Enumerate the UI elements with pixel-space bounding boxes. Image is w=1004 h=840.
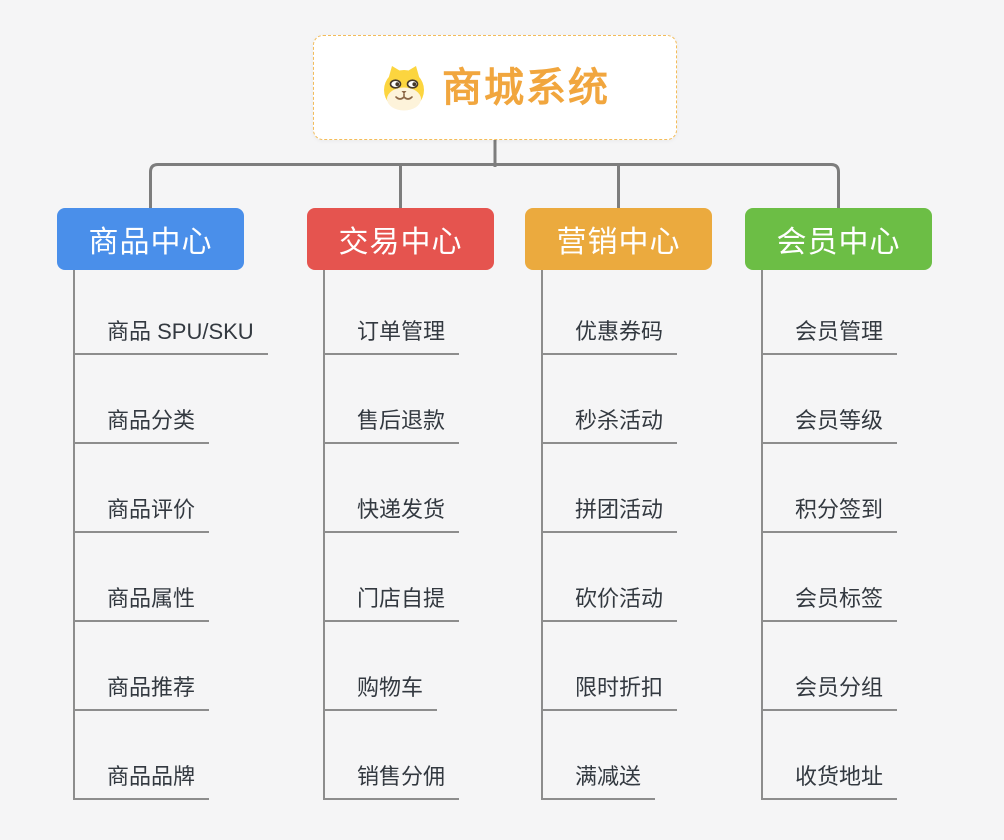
branch-header-member[interactable]: 会员中心 <box>745 208 932 270</box>
leaf-node[interactable]: 积分签到 <box>763 444 898 533</box>
leaf-node[interactable]: 购物车 <box>325 622 438 711</box>
leaf-node[interactable]: 优惠券码 <box>543 270 678 355</box>
dog-face-icon <box>384 65 424 110</box>
leaf-node[interactable]: 订单管理 <box>325 270 460 355</box>
leaf-node[interactable]: 售后退款 <box>325 355 460 444</box>
branch-header-product[interactable]: 商品中心 <box>57 208 244 270</box>
leaf-node[interactable]: 会员分组 <box>763 622 898 711</box>
bus-line <box>149 163 840 208</box>
leaf-node[interactable]: 商品属性 <box>75 533 210 622</box>
leaf-node[interactable]: 商品推荐 <box>75 622 210 711</box>
leaf-node[interactable]: 会员管理 <box>763 270 898 355</box>
leaf-column-product: 商品 SPU/SKU 商品分类 商品评价 商品属性 商品推荐 商品品牌 <box>73 270 268 800</box>
branch-header-trade[interactable]: 交易中心 <box>307 208 494 270</box>
leaf-node[interactable]: 门店自提 <box>325 533 460 622</box>
leaf-node[interactable]: 快递发货 <box>325 444 460 533</box>
branch-header-marketing[interactable]: 营销中心 <box>525 208 712 270</box>
leaf-column-member: 会员管理 会员等级 积分签到 会员标签 会员分组 收货地址 <box>761 270 898 800</box>
leaf-node[interactable]: 商品 SPU/SKU <box>75 270 268 355</box>
leaf-node[interactable]: 收货地址 <box>763 711 898 800</box>
leaf-column-marketing: 优惠券码 秒杀活动 拼团活动 砍价活动 限时折扣 满减送 <box>541 270 678 800</box>
leaf-node[interactable]: 会员等级 <box>763 355 898 444</box>
leaf-node[interactable]: 满减送 <box>543 711 656 800</box>
leaf-node[interactable]: 商品分类 <box>75 355 210 444</box>
root-node[interactable]: 商城系统 <box>313 35 677 140</box>
leaf-column-trade: 订单管理 售后退款 快递发货 门店自提 购物车 销售分佣 <box>323 270 460 800</box>
leaf-node[interactable]: 会员标签 <box>763 533 898 622</box>
leaf-node[interactable]: 秒杀活动 <box>543 355 678 444</box>
root-title: 商城系统 <box>442 65 610 110</box>
leaf-node[interactable]: 商品品牌 <box>75 711 210 800</box>
leaf-node[interactable]: 限时折扣 <box>543 622 678 711</box>
leaf-node[interactable]: 销售分佣 <box>325 711 460 800</box>
leaf-node[interactable]: 砍价活动 <box>543 533 678 622</box>
leaf-node[interactable]: 拼团活动 <box>543 444 678 533</box>
leaf-node[interactable]: 商品评价 <box>75 444 210 533</box>
